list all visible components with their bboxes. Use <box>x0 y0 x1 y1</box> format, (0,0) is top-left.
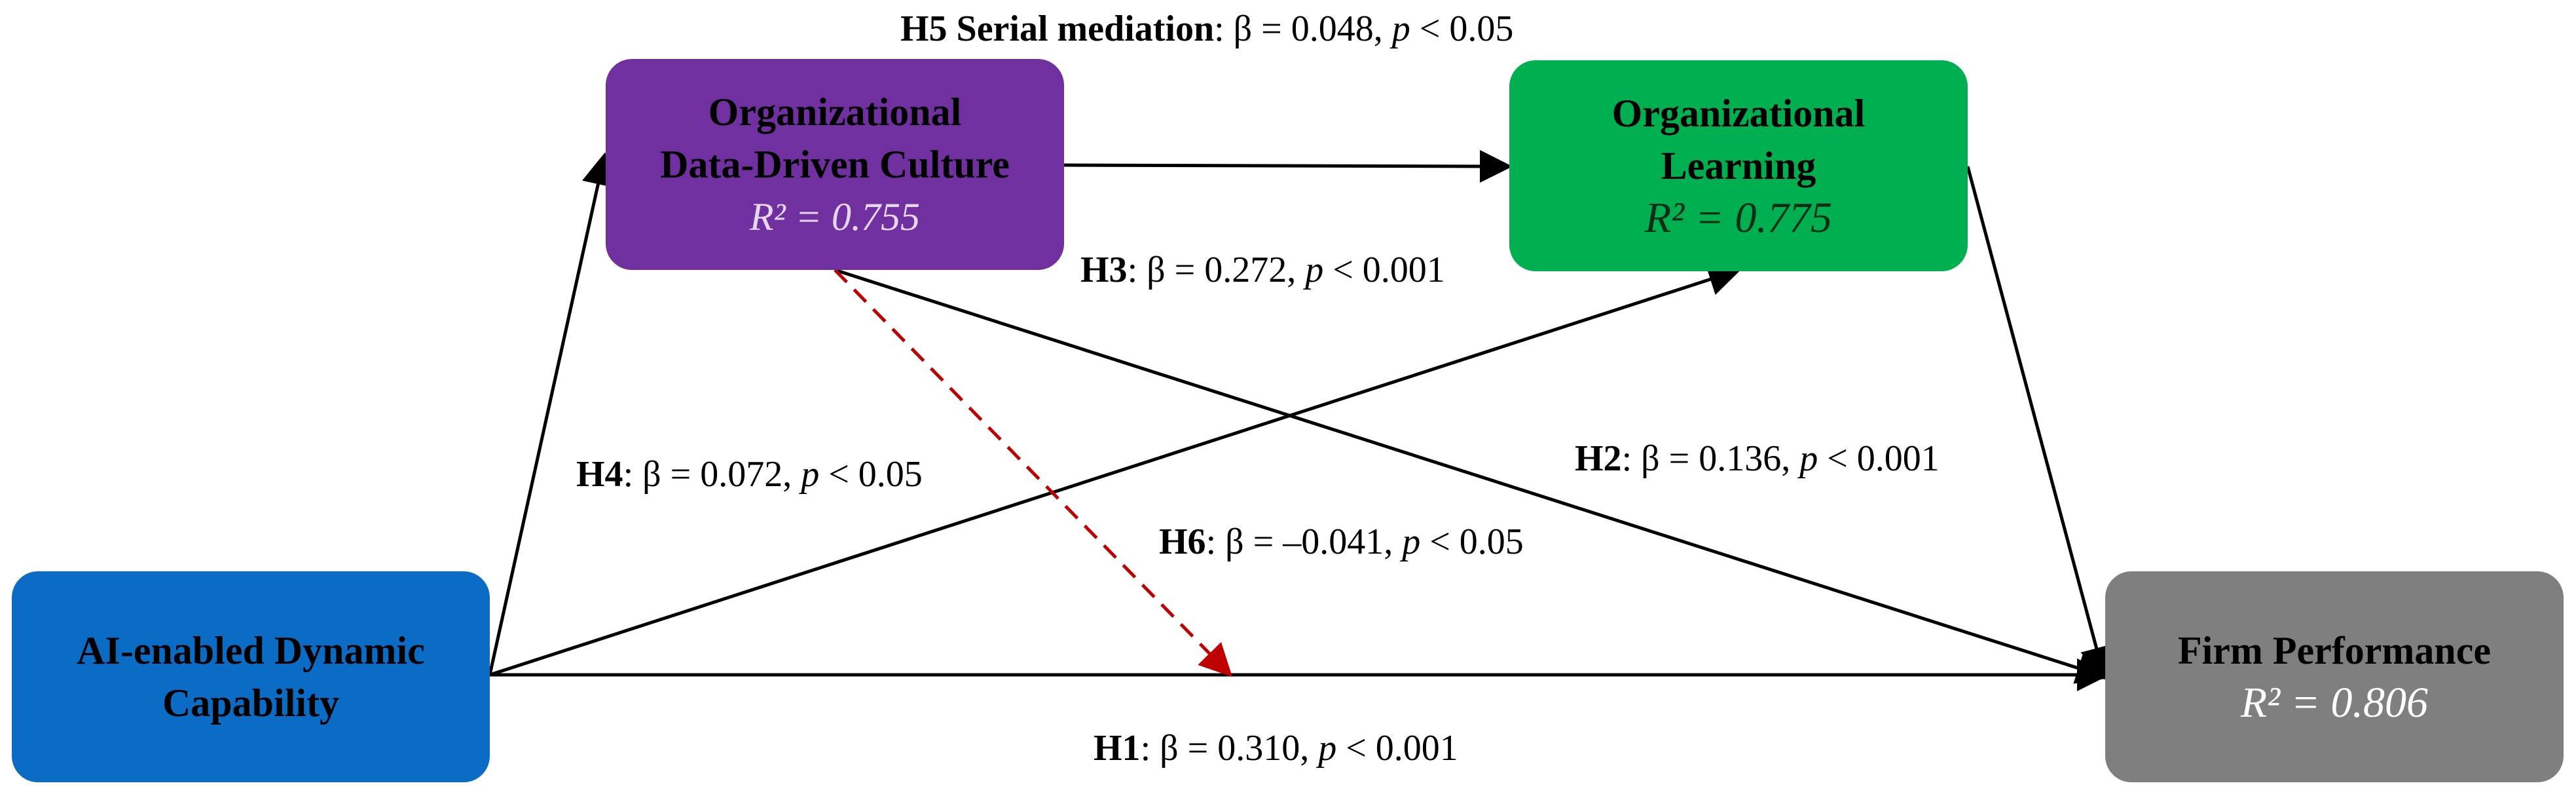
label-h2-rest: < 0.001 <box>1818 438 1940 479</box>
node-learning-r-squared: R² = 0.775 <box>1644 194 1833 242</box>
arrow-moderation-h6 <box>834 269 1232 677</box>
node-learning-title-line2: Learning <box>1661 144 1816 187</box>
label-h1-rest: < 0.001 <box>1336 728 1458 769</box>
label-h2-hyp: H2 <box>1575 438 1622 479</box>
label-h2: H2: β = 0.136, p < 0.001 <box>1575 438 1940 480</box>
label-h5-p: p <box>1391 9 1410 49</box>
label-h5-hyp: H5 Serial mediation <box>900 9 1215 49</box>
node-ai-title-line1: AI-enabled Dynamic <box>77 629 425 672</box>
label-h5: H5 Serial mediation: β = 0.048, p < 0.05 <box>900 8 1513 50</box>
label-h2-p: p <box>1799 438 1818 479</box>
label-h1: H1: β = 0.310, p < 0.001 <box>1094 727 1458 769</box>
node-culture-title-line2: Data-Driven Culture <box>660 143 1010 186</box>
label-h4-beta: : β = 0.072, <box>623 454 801 495</box>
arrow-culture-to-performance <box>834 268 2110 684</box>
label-h1-hyp: H1 <box>1094 728 1141 769</box>
node-performance-title: Firm Performance <box>2177 629 2492 672</box>
node-ai-capability: AI-enabled Dynamic Capability <box>12 571 490 782</box>
label-h5-rest: < 0.05 <box>1410 9 1514 49</box>
node-performance-r-squared: R² = 0.806 <box>2240 679 2429 727</box>
node-firm-performance: Firm Performance R² = 0.806 <box>2105 571 2564 782</box>
label-h6-beta: : β = –0.041, <box>1205 522 1403 562</box>
label-h3: H3: β = 0.272, p < 0.001 <box>1080 249 1445 291</box>
label-h3-hyp: H3 <box>1080 250 1128 290</box>
label-h6: H6: β = –0.041, p < 0.05 <box>1159 521 1524 563</box>
arrow-ai-to-learning <box>489 263 1742 677</box>
label-h5-beta: : β = 0.048, <box>1214 9 1392 49</box>
label-h1-p: p <box>1318 728 1337 769</box>
label-h3-beta: : β = 0.272, <box>1127 250 1306 290</box>
node-org-learning: Organizational Learning R² = 0.775 <box>1509 60 1968 271</box>
node-learning-title-line1: Organizational <box>1611 92 1866 135</box>
label-h4-p: p <box>801 454 820 495</box>
label-h6-rest: < 0.05 <box>1420 522 1524 562</box>
arrow-learning-to-performance <box>1966 166 2112 680</box>
arrow-culture-to-learning <box>1063 149 1513 183</box>
label-h4-rest: < 0.05 <box>819 454 923 495</box>
label-h4-hyp: H4 <box>576 454 623 495</box>
label-h1-beta: : β = 0.310, <box>1140 728 1319 769</box>
label-h3-p: p <box>1305 250 1324 290</box>
label-h2-beta: : β = 0.136, <box>1621 438 1800 479</box>
node-ai-title-line2: Capability <box>162 681 340 725</box>
label-h6-hyp: H6 <box>1159 522 1206 562</box>
node-culture-title-line1: Organizational <box>708 90 962 134</box>
label-h4: H4: β = 0.072, p < 0.05 <box>576 453 923 495</box>
label-h6-p: p <box>1402 522 1421 562</box>
node-data-culture: Organizational Data-Driven Culture R² = … <box>606 59 1064 270</box>
label-h3-rest: < 0.001 <box>1323 250 1445 290</box>
arrow-ai-to-culture <box>488 152 614 675</box>
node-culture-r-squared: R² = 0.755 <box>749 195 921 238</box>
